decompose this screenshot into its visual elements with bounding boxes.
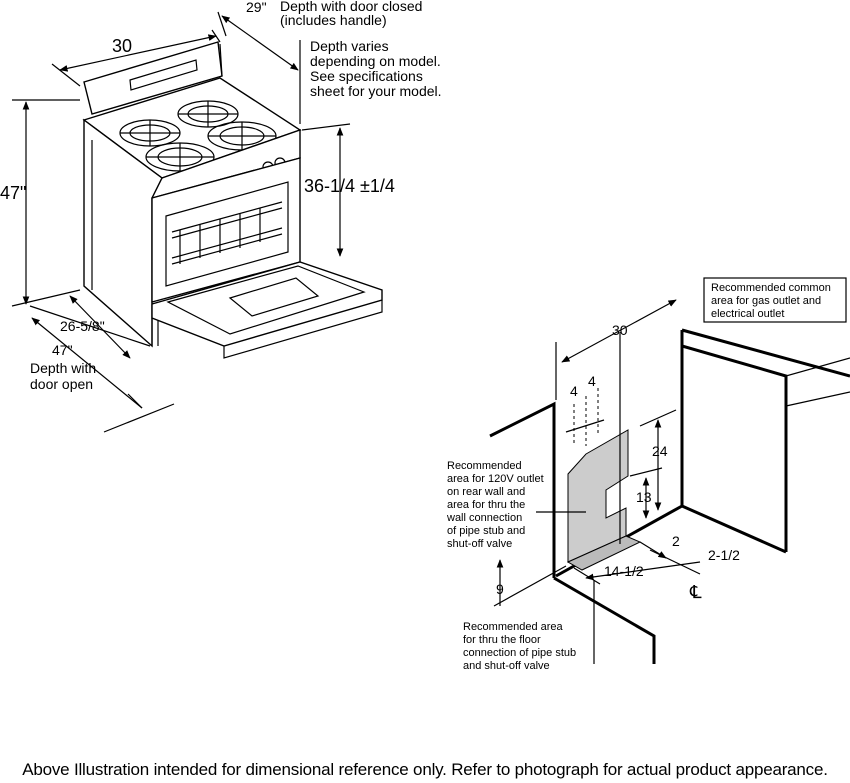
depth-varies-note-3: See specifications xyxy=(310,68,423,84)
dim-9-label: 9 xyxy=(496,581,504,597)
range-illustration xyxy=(82,41,383,359)
common-area-note-3: electrical outlet xyxy=(711,308,784,320)
range-depth-closed-label: 29" xyxy=(246,0,267,15)
depth-varies-note-4: sheet for your model. xyxy=(310,83,442,99)
depth-open-label: 47" xyxy=(52,342,73,358)
range-width-label: 30 xyxy=(112,36,132,56)
wall-note-3: on rear wall and xyxy=(447,486,525,498)
floor-note-3: connection of pipe stub xyxy=(463,647,576,659)
depth-varies-note-1: Depth varies xyxy=(310,38,389,54)
wall-note-7: shut-off valve xyxy=(447,538,512,550)
cooktop-height-label: 36-1/4 ±1/4 xyxy=(304,176,395,196)
install-width-label: 30 xyxy=(612,322,628,338)
dim-2-5-label: 2-1/2 xyxy=(708,547,740,563)
oven-racks xyxy=(171,201,283,265)
disclaimer-footer: Above Illustration intended for dimensio… xyxy=(22,760,828,779)
depth-closed-note-1: Depth with door closed xyxy=(280,0,422,14)
dim-14-5-label: 14-1/2 xyxy=(604,563,644,579)
dim-2-label: 2 xyxy=(672,533,680,549)
adjacent-cabinet xyxy=(680,328,850,554)
offset-b-label: 4 xyxy=(588,373,596,389)
centerline-symbol: ℄ xyxy=(689,582,702,602)
depth-open-note-1: Depth with xyxy=(30,360,96,376)
height-24-label: 24 xyxy=(652,443,668,459)
depth-open-note-2: door open xyxy=(30,376,93,392)
wall-note-5: wall connection xyxy=(446,512,522,524)
common-area-note-1: Recommended common xyxy=(711,282,831,294)
height-13-label: 13 xyxy=(636,489,652,505)
common-area-callout-box xyxy=(703,277,847,323)
installation-illustration: Recommended common area for gas outlet a… xyxy=(446,277,850,672)
wall-note-1: Recommended xyxy=(447,460,522,472)
depth-closed-note-2: (includes handle) xyxy=(280,12,387,28)
wall-note-4: area for thru the xyxy=(447,499,525,511)
offset-a-label: 4 xyxy=(570,383,578,399)
range-height-label: 47" xyxy=(0,183,26,203)
side-depth-label: 26-5/8" xyxy=(60,318,105,334)
wall-note-6: of pipe stub and xyxy=(447,525,525,537)
floor-note-2: for thru the floor xyxy=(463,634,541,646)
range-dimensions: 30 29" Depth with door closed (includes … xyxy=(0,0,442,433)
floor-note-1: Recommended area xyxy=(463,621,564,633)
wall-outlet-area xyxy=(567,429,629,563)
wall-note-2: area for 120V outlet xyxy=(447,473,544,485)
depth-varies-note-2: depending on model. xyxy=(310,53,441,69)
floor-note-4: and shut-off valve xyxy=(463,660,550,672)
common-area-note-2: area for gas outlet and xyxy=(711,295,821,307)
